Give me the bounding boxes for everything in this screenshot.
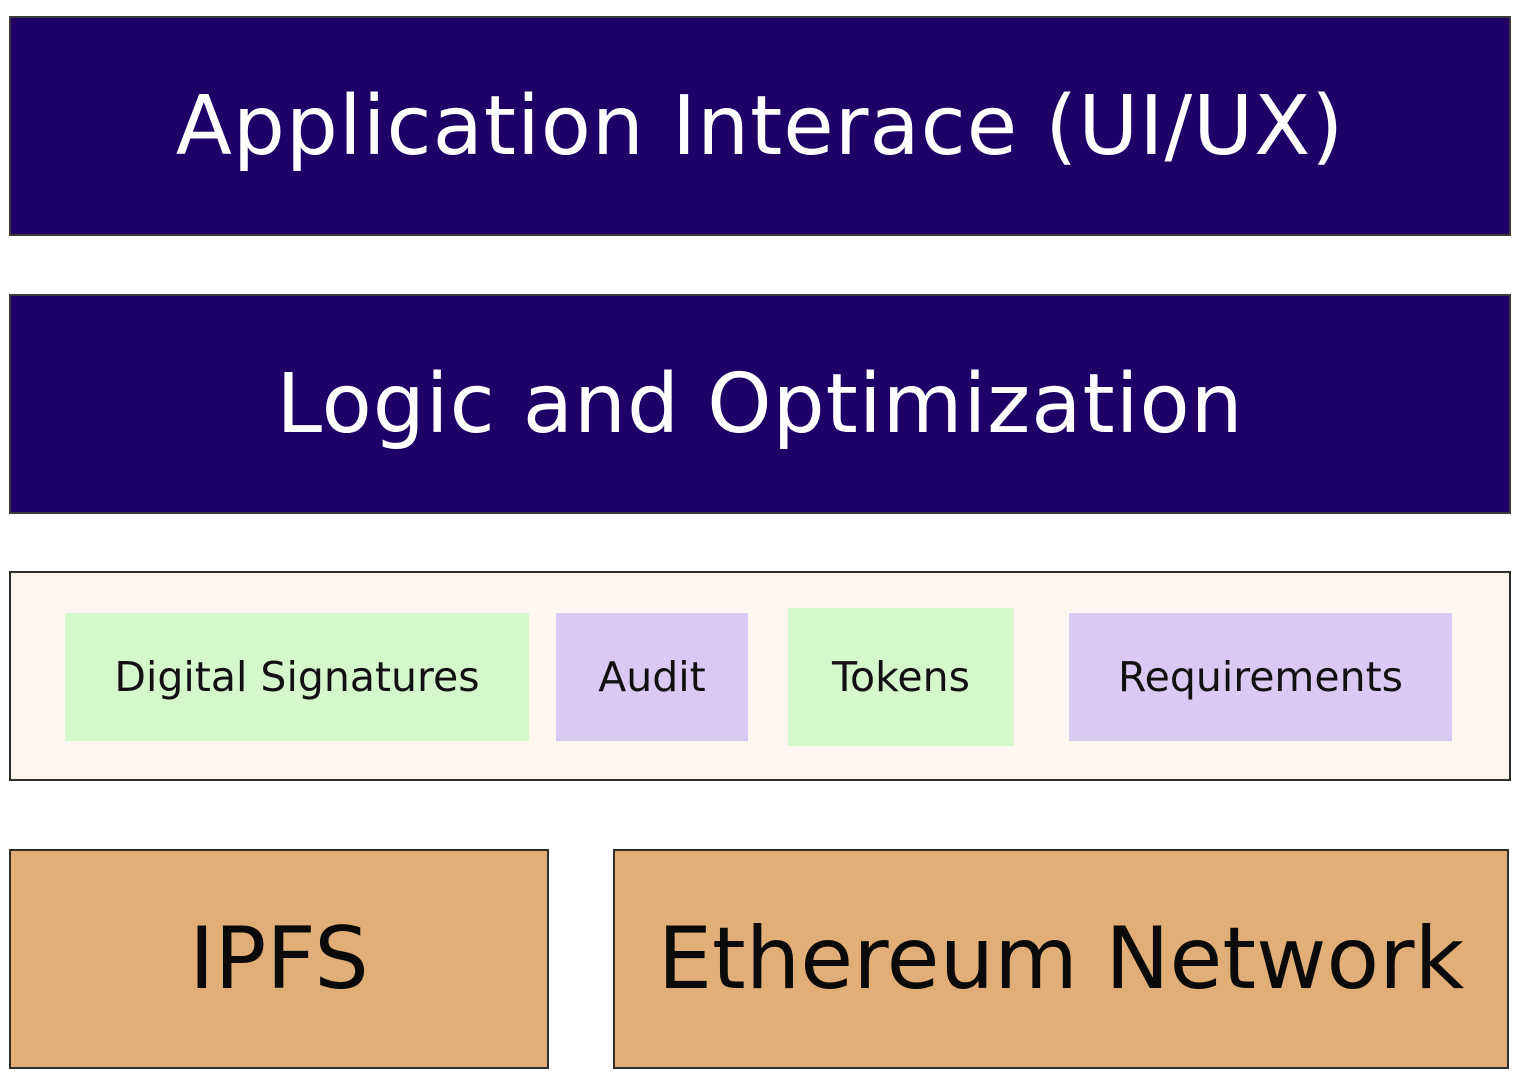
requirements-block: Requirements	[1069, 613, 1452, 741]
ipfs-block: IPFS	[9, 849, 549, 1069]
application-interface-layer: Application Interace (UI/UX)	[9, 16, 1511, 236]
logic-optimization-layer: Logic and Optimization	[9, 294, 1511, 514]
ipfs-label: IPFS	[189, 909, 369, 1009]
tokens-block: Tokens	[788, 608, 1014, 746]
logic-optimization-label: Logic and Optimization	[276, 356, 1244, 452]
requirements-label: Requirements	[1117, 653, 1404, 701]
digital-signatures-label: Digital Signatures	[114, 653, 480, 701]
audit-label: Audit	[598, 653, 706, 701]
ethereum-network-block: Ethereum Network	[613, 849, 1509, 1069]
tokens-label: Tokens	[831, 653, 970, 701]
digital-signatures-block: Digital Signatures	[65, 613, 529, 741]
application-interface-label: Application Interace (UI/UX)	[175, 78, 1345, 174]
audit-block: Audit	[556, 613, 748, 741]
ethereum-network-label: Ethereum Network	[657, 909, 1465, 1009]
services-layer: Digital Signatures Audit Tokens Requirem…	[9, 571, 1511, 781]
